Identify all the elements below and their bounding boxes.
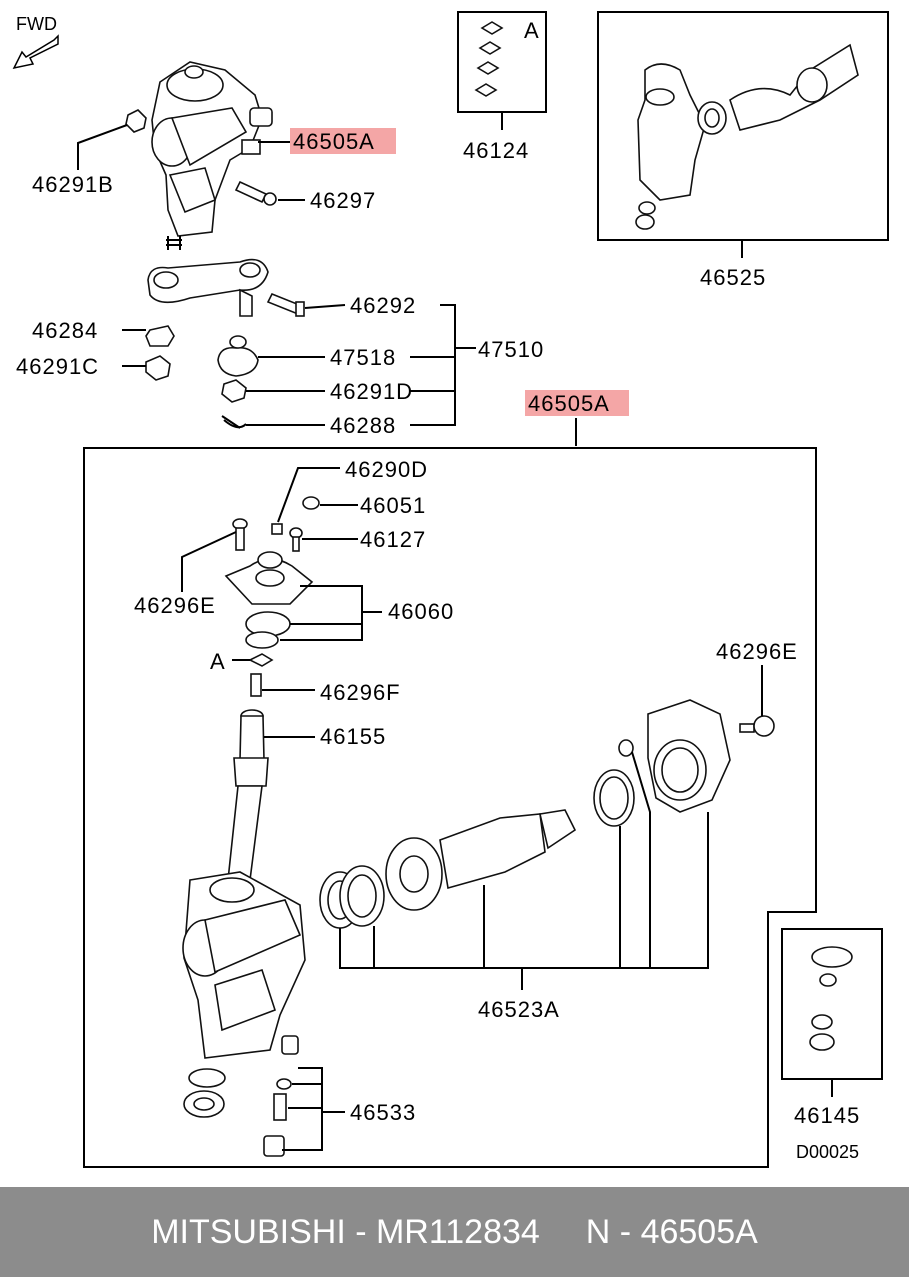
label-46291C[interactable]: 46291C [16, 354, 99, 379]
label-46533[interactable]: 46533 [350, 1100, 416, 1125]
bracket-47510 [410, 304, 476, 426]
bolt-46296E-right-icon [739, 715, 775, 737]
washer-46051-icon [302, 496, 320, 510]
seal-kit-46145-icon [809, 946, 853, 1051]
gasket-kit-46525-icon [635, 43, 859, 230]
shim-set-46124-icon [474, 21, 504, 97]
screw-46296F-icon [250, 673, 262, 697]
label-marker-A: A [210, 649, 226, 674]
leader-46296E-left [181, 531, 237, 592]
nut-46291B-icon [125, 109, 147, 133]
sector-shaft-46155-icon [227, 709, 269, 881]
label-46523A[interactable]: 46523A [478, 997, 560, 1022]
label-46127[interactable]: 46127 [360, 527, 426, 552]
leader-46292 [304, 304, 346, 309]
pitman-arm-icon [147, 258, 269, 317]
dust-boot-47518-icon [217, 335, 259, 377]
label-46296E-left[interactable]: 46296E [134, 593, 216, 618]
label-46296E-right[interactable]: 46296E [716, 639, 798, 664]
label-46051[interactable]: 46051 [360, 493, 426, 518]
label-46288[interactable]: 46288 [330, 413, 396, 438]
top-cover-icon [224, 551, 314, 605]
bolt-46297-icon [234, 180, 277, 206]
label-46060[interactable]: 46060 [388, 599, 454, 624]
assembly-box-46505A [83, 447, 817, 1168]
oil-seal-icon [183, 1068, 226, 1118]
footer-bar: MITSUBISHI - MR112834 N - 46505A [0, 1187, 909, 1277]
highlight-46505A-top [290, 128, 396, 154]
footer-brand-part: MITSUBISHI - MR112834 [151, 1212, 540, 1251]
fwd-label: FWD [16, 14, 57, 34]
inset-a-marker: A [524, 18, 540, 43]
adjuster-46533-icon [263, 1035, 299, 1157]
valve-housing-icon [647, 699, 731, 813]
label-46297[interactable]: 46297 [310, 188, 376, 213]
label-47510[interactable]: 47510 [478, 337, 544, 362]
bracket-46060 [280, 585, 382, 641]
shim-A-icon [248, 653, 274, 667]
highlight-46505A-box [525, 390, 629, 416]
label-46124[interactable]: 46124 [463, 138, 529, 163]
label-46291D[interactable]: 46291D [330, 379, 413, 404]
nut-46291D-icon [221, 379, 247, 403]
label-46145[interactable]: 46145 [794, 1103, 860, 1128]
seal-46060-icon [245, 631, 279, 649]
label-47518[interactable]: 47518 [330, 345, 396, 370]
bolt-46292-icon [266, 292, 305, 317]
label-46505A-box[interactable]: 46505A [528, 391, 610, 416]
label-46292[interactable]: 46292 [350, 293, 416, 318]
bracket-46523A [339, 751, 709, 990]
bolt-46296E-left-icon [232, 518, 248, 551]
doc-code: D00025 [796, 1142, 859, 1162]
label-46284[interactable]: 46284 [32, 318, 98, 343]
label-46296F[interactable]: 46296F [320, 680, 401, 705]
nut-46291C-icon [145, 355, 171, 381]
nut-46284-icon [145, 325, 175, 347]
leader-46290D [277, 467, 340, 523]
label-46290D[interactable]: 46290D [345, 457, 428, 482]
label-46155[interactable]: 46155 [320, 724, 386, 749]
parts-diagram: FWD 46505A 46291B 46297 A 46124 [12, 11, 889, 1168]
screw-46127-icon [289, 527, 303, 552]
label-46291B[interactable]: 46291B [32, 172, 114, 197]
fwd-arrow-icon: FWD [12, 14, 59, 70]
nut-46290D-icon [271, 523, 283, 535]
cotter-pin-46288-icon [221, 415, 247, 429]
footer-ref-number: N - 46505A [585, 1212, 758, 1251]
bracket-46533 [282, 1067, 345, 1151]
label-46525[interactable]: 46525 [700, 265, 766, 290]
steering-gear-box-illustration [151, 61, 273, 250]
leader-46291B [77, 124, 128, 170]
ball-nut-worm-icon [319, 739, 635, 929]
gear-housing-icon [182, 871, 306, 1059]
label-46505A-top[interactable]: 46505A [293, 129, 375, 154]
